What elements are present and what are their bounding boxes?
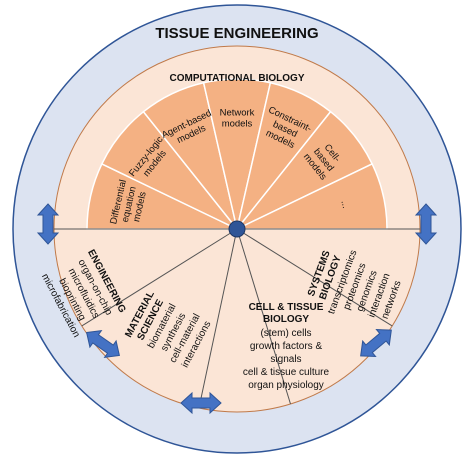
double-arrow-icon [86,330,120,358]
computational-biology-segments [86,78,388,230]
model-label-line: Network [220,108,255,119]
model-label-line: models [222,119,253,130]
sector-cell-tissue-biology: CELL & TISSUE BIOLOGY (stem) cells growt… [243,302,330,391]
sector-divider [81,228,238,327]
computational-biology-label: COMPUTATIONAL BIOLOGY [170,73,305,84]
diagram-title: TISSUE ENGINEERING [155,25,318,42]
double-arrow-icon [180,391,222,415]
center-dot [228,220,246,238]
cell-tissue-item: cell & tissue culture [243,367,330,378]
cell-tissue-item: organ physiology [248,380,324,391]
lower-dividers [81,228,393,409]
sector-divider [236,228,291,405]
sector-divider [236,228,393,327]
model-label-line: ... [338,199,350,209]
cell-tissue-heading: BIOLOGY [263,314,309,325]
model-label: ... [338,199,350,209]
arrows [36,203,438,415]
cell-tissue-item: signals [270,354,301,365]
double-arrow-icon [36,203,60,245]
double-arrow-icon [414,203,438,245]
sector-divider [198,228,238,409]
double-arrow-icon [360,329,392,357]
cell-tissue-item: growth factors & [250,341,323,352]
cell-tissue-heading: CELL & TISSUE [249,302,324,313]
cell-tissue-item: (stem) cells [260,328,311,339]
